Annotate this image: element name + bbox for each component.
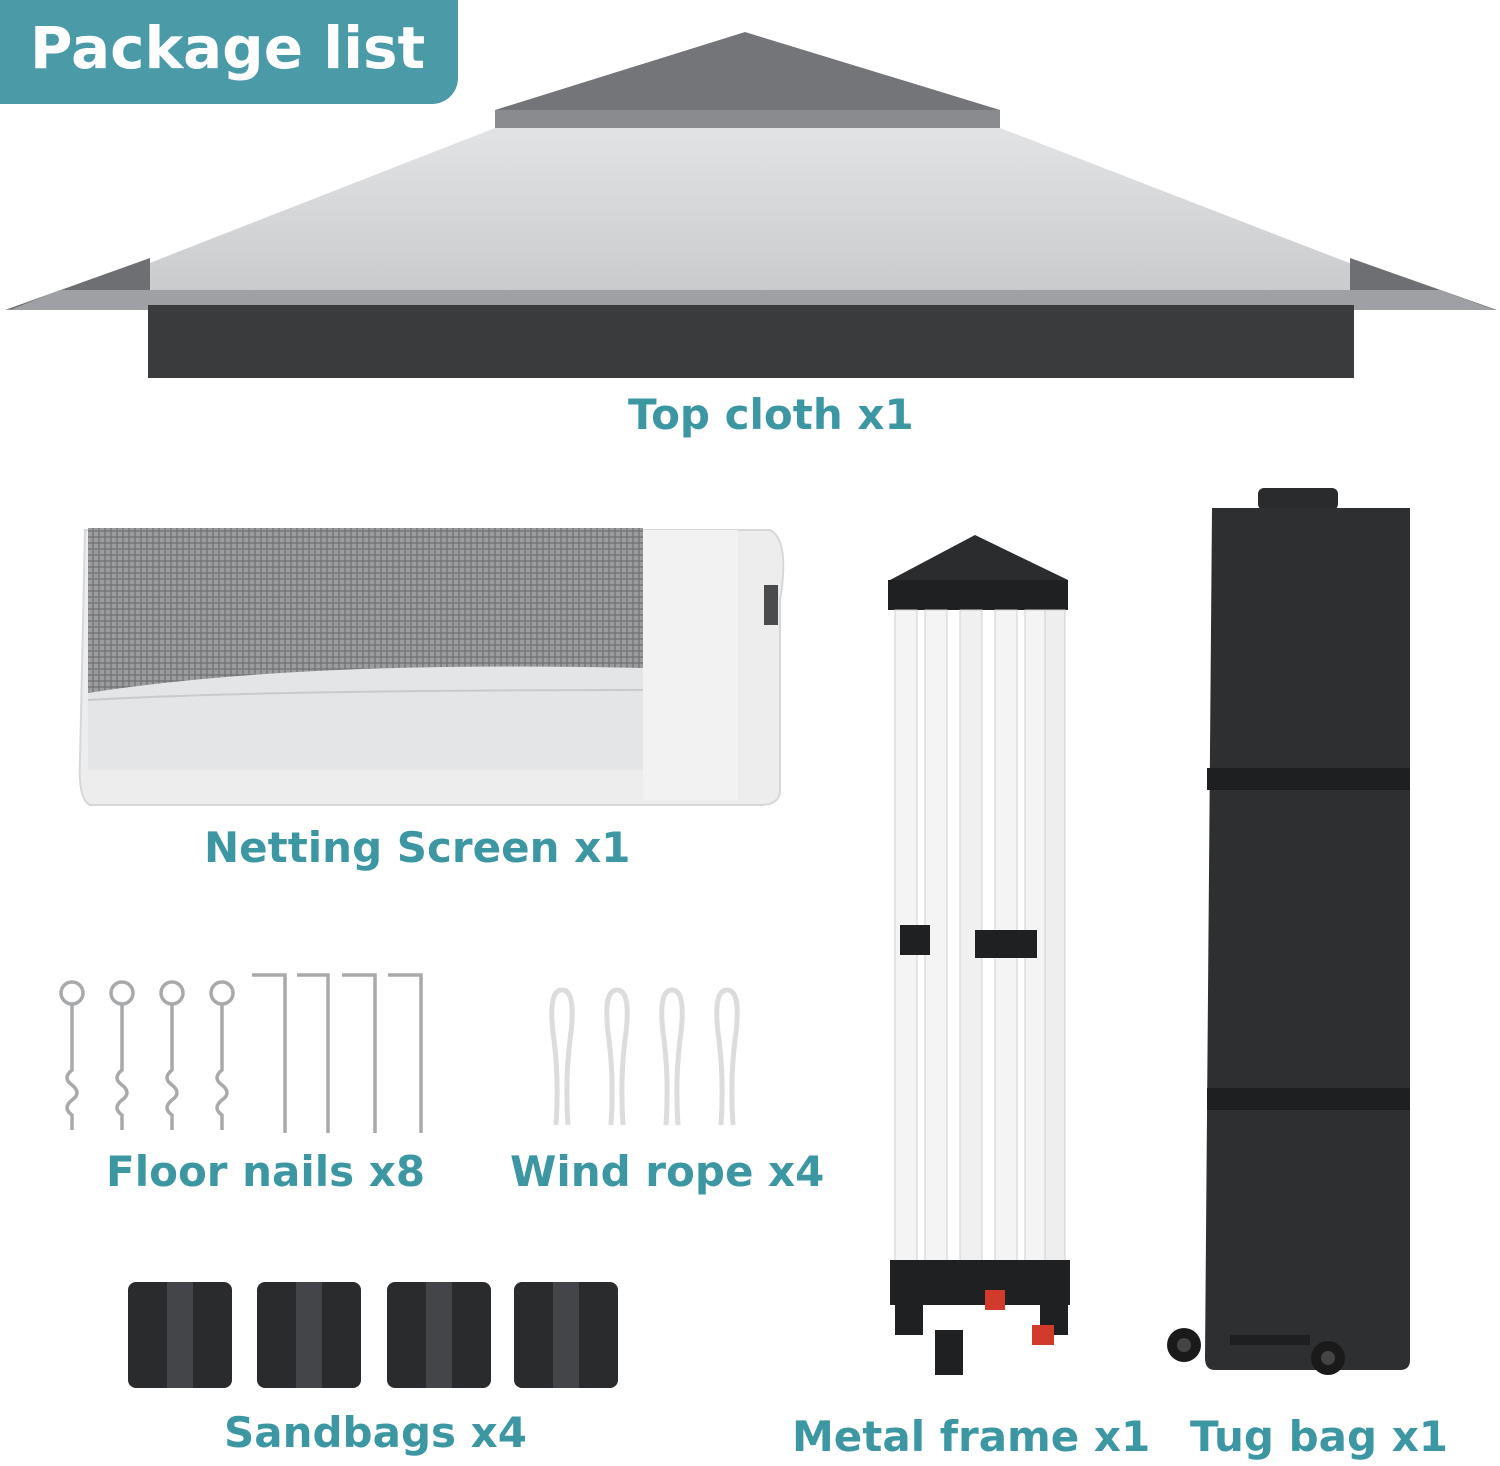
sandbags-label: Sandbags x4 <box>224 1408 527 1457</box>
metal-frame-image <box>888 535 1070 1375</box>
netting-screen-image <box>78 528 785 806</box>
package-list-title: Package list <box>30 14 426 82</box>
top-cloth-image <box>5 32 1497 378</box>
wind-rope-label: Wind rope x4 <box>510 1147 825 1196</box>
floor-nails-image <box>59 973 423 1133</box>
sandbags-image <box>128 1282 618 1388</box>
package-list-banner: Package list <box>0 0 458 104</box>
top-cloth-label: Top cloth x1 <box>628 390 914 439</box>
netting-screen-label: Netting Screen x1 <box>204 823 631 872</box>
tug-bag-image <box>1167 488 1410 1375</box>
floor-nails-label: Floor nails x8 <box>106 1147 426 1196</box>
metal-frame-label: Metal frame x1 <box>792 1412 1151 1461</box>
wind-rope-image <box>549 987 740 1126</box>
tug-bag-label: Tug bag x1 <box>1190 1412 1449 1461</box>
